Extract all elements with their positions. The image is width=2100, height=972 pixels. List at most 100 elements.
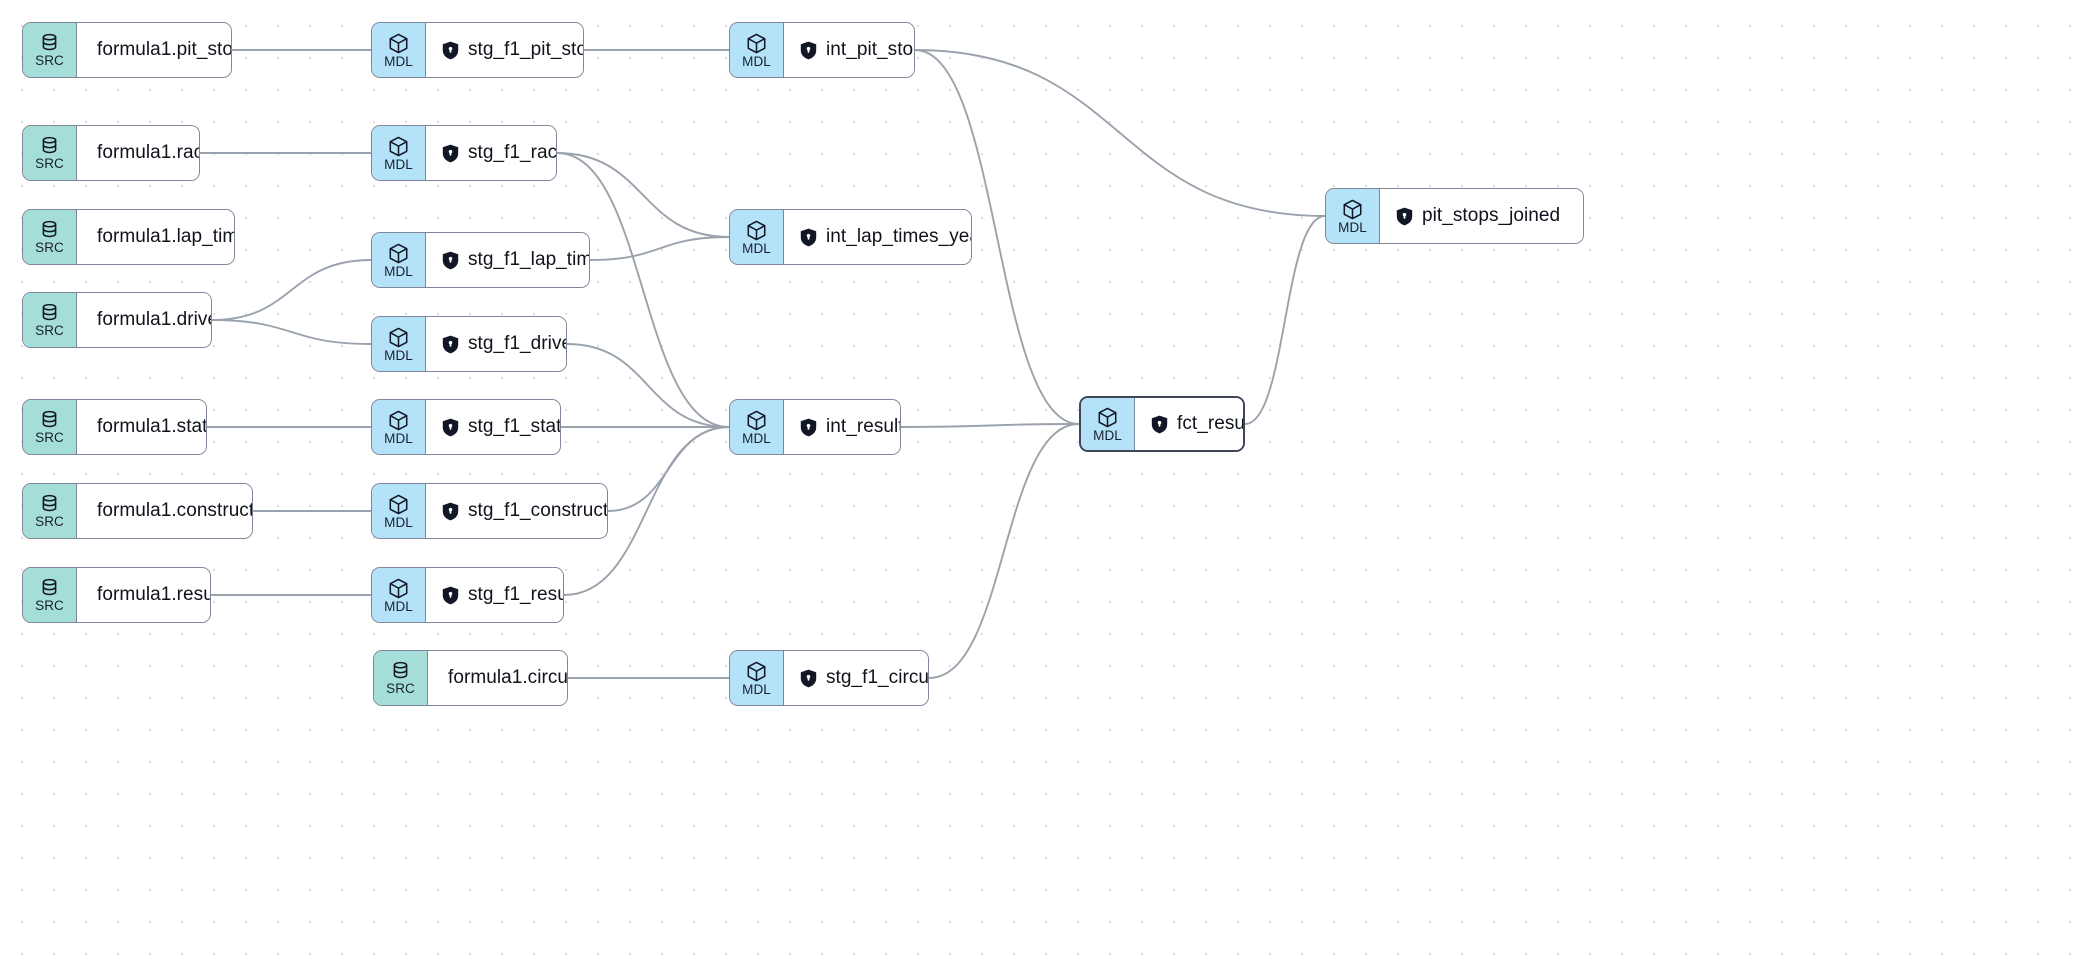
model-badge: MDL	[372, 126, 426, 180]
shield-icon	[442, 144, 459, 163]
node-label: formula1.races	[97, 142, 199, 163]
graph-node-src_status[interactable]: SRC formula1.status	[22, 399, 207, 455]
graph-node-int_results[interactable]: MDL int_results	[729, 399, 901, 455]
model-badge: MDL	[372, 233, 426, 287]
node-label: int_results	[826, 416, 900, 437]
model-badge: MDL	[1326, 189, 1380, 243]
node-type-tag: MDL	[384, 598, 413, 614]
database-icon	[39, 33, 60, 53]
graph-node-stg_drivers[interactable]: MDL stg_f1_drivers	[371, 316, 567, 372]
node-type-tag: SRC	[35, 240, 64, 255]
source-badge: SRC	[23, 23, 77, 77]
database-icon	[390, 661, 411, 681]
node-body: stg_f1_constructors	[426, 484, 608, 538]
edge-int_results-to-fct_results	[900, 423, 1080, 428]
model-badge: MDL	[372, 568, 426, 622]
node-label: int_pit_stops	[826, 39, 914, 60]
edge-stg_lap_times-to-int_lap_times_yrs	[589, 236, 730, 261]
node-body: formula1.pit_stops	[77, 23, 232, 77]
source-badge: SRC	[374, 651, 428, 705]
graph-node-src_races[interactable]: SRC formula1.races	[22, 125, 200, 181]
source-badge: SRC	[23, 400, 77, 454]
node-label: formula1.constructors	[97, 500, 253, 521]
shield-icon	[800, 41, 817, 60]
graph-node-src_results[interactable]: SRC formula1.results	[22, 567, 211, 623]
node-body: int_results	[784, 400, 900, 454]
node-label: stg_f1_lap_times	[468, 249, 589, 270]
graph-node-stg_constructors[interactable]: MDL stg_f1_constructors	[371, 483, 608, 539]
model-badge: MDL	[730, 23, 784, 77]
node-type-tag: SRC	[35, 598, 64, 613]
graph-node-stg_results[interactable]: MDL stg_f1_results	[371, 567, 564, 623]
shield-icon	[442, 502, 459, 521]
node-body: formula1.circuits	[428, 651, 568, 705]
node-label: formula1.status	[97, 416, 207, 437]
node-body: formula1.status	[77, 400, 207, 454]
shield-icon	[442, 41, 459, 60]
node-label: formula1.circuits	[448, 667, 568, 688]
edge-src_drivers-to-stg_lap_times	[211, 259, 372, 321]
node-label: formula1.lap_times	[97, 226, 234, 247]
node-body: pit_stops_joined	[1380, 189, 1583, 243]
cube-icon	[388, 33, 409, 54]
cube-icon	[388, 136, 409, 157]
node-type-tag: SRC	[35, 156, 64, 171]
graph-node-int_pit_stops[interactable]: MDL int_pit_stops	[729, 22, 915, 78]
node-type-tag: MDL	[742, 430, 771, 446]
database-icon	[39, 494, 60, 514]
graph-node-src_constructors[interactable]: SRC formula1.constructors	[22, 483, 253, 539]
graph-node-stg_pit_stops[interactable]: MDL stg_f1_pit_stops	[371, 22, 584, 78]
node-type-tag: SRC	[35, 430, 64, 445]
node-type-tag: MDL	[384, 514, 413, 530]
node-label: stg_f1_status	[468, 416, 561, 437]
source-badge: SRC	[23, 126, 77, 180]
node-label: fct_results	[1177, 413, 1245, 434]
cube-icon	[388, 327, 409, 348]
graph-node-src_circuits[interactable]: SRC formula1.circuits	[373, 650, 568, 706]
node-label: stg_f1_results	[468, 584, 563, 605]
node-label: formula1.drivers	[97, 309, 211, 330]
node-body: formula1.races	[77, 126, 199, 180]
node-body: formula1.results	[77, 568, 210, 622]
node-label: stg_f1_constructors	[468, 500, 608, 521]
node-type-tag: MDL	[384, 156, 413, 172]
node-label: stg_f1_pit_stops	[468, 39, 583, 60]
graph-node-pit_stops_joined[interactable]: MDL pit_stops_joined	[1325, 188, 1584, 244]
node-body: int_lap_times_years	[784, 210, 971, 264]
node-label: formula1.pit_stops	[97, 39, 232, 60]
model-badge: MDL	[730, 400, 784, 454]
node-body: int_pit_stops	[784, 23, 914, 77]
cube-icon	[1342, 199, 1363, 220]
model-badge: MDL	[372, 23, 426, 77]
graph-node-stg_lap_times[interactable]: MDL stg_f1_lap_times	[371, 232, 590, 288]
cube-icon	[388, 243, 409, 264]
edge-stg_constructors-to-int_results	[607, 426, 730, 512]
node-body: formula1.lap_times	[77, 210, 234, 264]
node-type-tag: MDL	[384, 347, 413, 363]
graph-node-src_lap_times[interactable]: SRC formula1.lap_times	[22, 209, 235, 265]
edge-stg_races-to-int_results	[556, 152, 730, 428]
node-body: fct_results	[1135, 398, 1245, 450]
shield-icon	[1396, 207, 1413, 226]
database-icon	[39, 220, 60, 240]
edge-fct_results-to-pit_stops_joined	[1244, 215, 1326, 425]
cube-icon	[746, 410, 767, 431]
node-body: stg_f1_races	[426, 126, 556, 180]
cube-icon	[1097, 407, 1118, 428]
cube-icon	[746, 220, 767, 241]
graph-node-stg_races[interactable]: MDL stg_f1_races	[371, 125, 557, 181]
node-type-tag: MDL	[742, 681, 771, 697]
node-type-tag: MDL	[1338, 219, 1367, 235]
shield-icon	[442, 251, 459, 270]
node-type-tag: SRC	[35, 514, 64, 529]
model-badge: MDL	[730, 210, 784, 264]
graph-node-src_pit_stops[interactable]: SRC formula1.pit_stops	[22, 22, 232, 78]
node-label: stg_f1_drivers	[468, 333, 566, 354]
